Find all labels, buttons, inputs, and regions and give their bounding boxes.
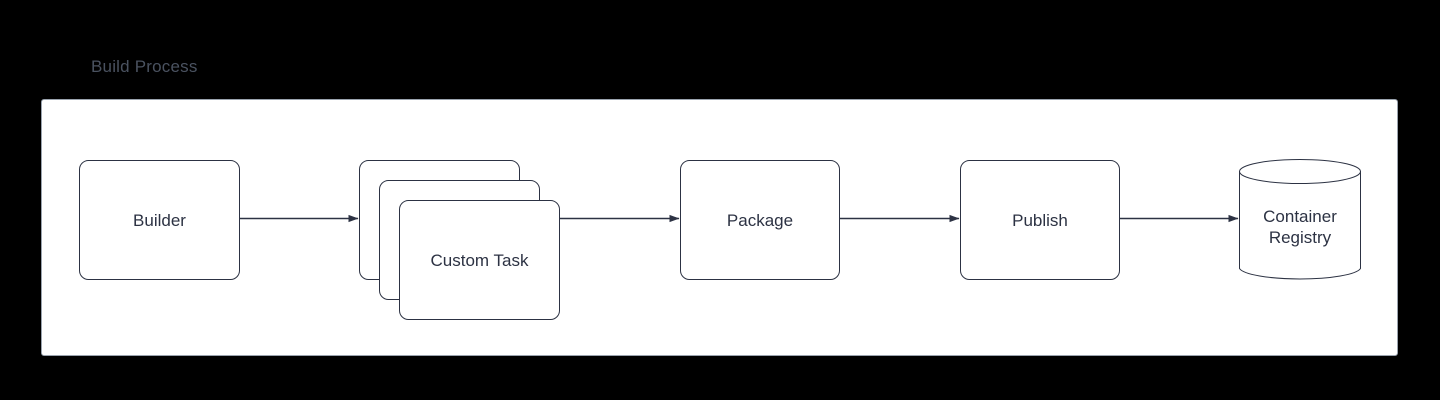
node-custom-task-card-front[interactable] [399, 200, 560, 320]
node-publish[interactable] [960, 160, 1120, 280]
node-container-registry[interactable] [1239, 159, 1361, 280]
node-builder[interactable] [79, 160, 240, 280]
page-title: Build Process [91, 57, 198, 76]
node-package[interactable] [680, 160, 840, 280]
cylinder-top-ellipse [1239, 159, 1361, 184]
